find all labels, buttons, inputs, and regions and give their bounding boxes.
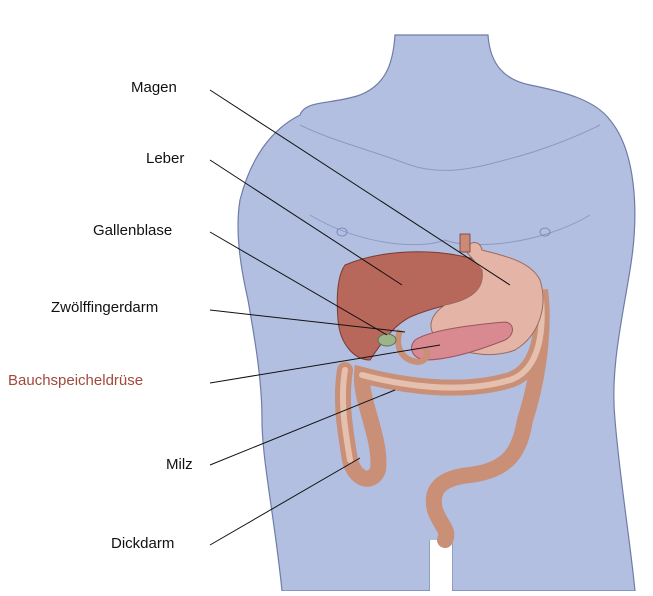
label-gallenblase: Gallenblase bbox=[93, 222, 172, 240]
label-dickdarm: Dickdarm bbox=[111, 535, 174, 553]
label-bauchspeicheldruese: Bauchspeicheldrüse bbox=[8, 372, 143, 390]
label-magen: Magen bbox=[131, 79, 177, 97]
label-leber: Leber bbox=[146, 150, 184, 168]
label-zwoelffingerdarm: Zwölffingerdarm bbox=[51, 299, 158, 317]
label-milz: Milz bbox=[166, 456, 193, 474]
groin-white bbox=[430, 540, 452, 591]
gallbladder bbox=[378, 334, 396, 346]
esophagus bbox=[460, 234, 470, 252]
